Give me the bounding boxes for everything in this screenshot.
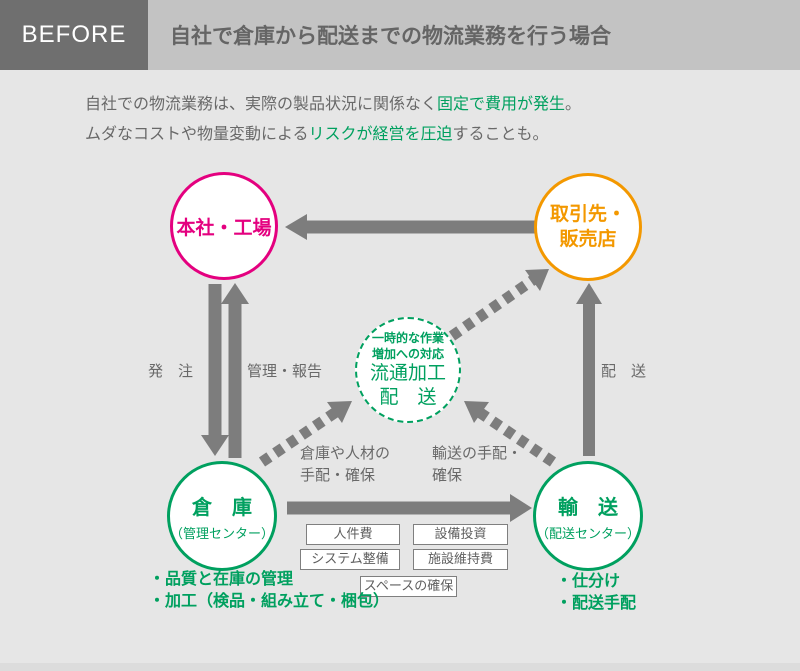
before-badge: BEFORE <box>0 0 148 70</box>
node-clients-label-line1: 取引先・ <box>549 204 626 225</box>
cost-box-equipment: 設備投資 <box>413 524 508 545</box>
before-badge-label: BEFORE <box>21 21 127 48</box>
node-warehouse-label: 倉 庫 <box>192 496 252 519</box>
node-warehouse-sublabel: （管理センター） <box>170 525 275 541</box>
label-warehouse-arrange-line2: 手配・確保 <box>300 467 376 484</box>
node-temp-processing-label2: 配 送 <box>379 387 437 408</box>
description-line1-highlight: 固定で費用が発生 <box>437 96 566 113</box>
node-transport-label: 輸 送 <box>558 496 618 519</box>
arrow-hq-to-warehouse-head <box>201 435 229 456</box>
description-line-2: ムダなコストや物量変動によるリスクが経営を圧迫することも。 <box>85 120 581 150</box>
arrow-hq-to-warehouse <box>201 284 229 456</box>
cost-box-maintenance: 施設維持費 <box>413 549 508 570</box>
arrow-transport-to-center-head <box>464 401 489 423</box>
description-line2-pre: ムダなコストや物量変動による <box>85 126 309 143</box>
label-manage-report: 管理・報告 <box>247 363 323 380</box>
node-headquarters-label: 本社・工場 <box>176 217 272 239</box>
node-headquarters: 本社・工場 <box>170 172 278 280</box>
description-line1-post: 。 <box>565 96 582 113</box>
description-line2-highlight: リスクが経営を圧迫 <box>308 126 453 143</box>
node-transport: 輸 送 （配送センター） <box>533 461 643 571</box>
arrow-warehouse-to-transport <box>287 494 532 522</box>
label-transport-arrange-line2: 確保 <box>432 467 463 484</box>
title-bar: 自社で倉庫から配送までの物流業務を行う場合 <box>148 0 800 70</box>
footer-strip <box>0 663 800 671</box>
cost-box-space: スペースの確保 <box>360 576 457 597</box>
label-transport-arrange-line1: 輸送の手配・ <box>432 445 523 462</box>
node-temp-processing-note1: 一時的な作業 <box>371 331 444 345</box>
arrow-warehouse-to-transport-head <box>510 494 532 522</box>
arrow-transport-to-clients <box>576 283 602 456</box>
arrow-warehouse-to-hq <box>221 283 249 458</box>
node-warehouse: 倉 庫 （管理センター） <box>167 461 277 571</box>
node-clients: 取引先・ 販売店 <box>534 173 642 281</box>
arrow-transport-to-clients-head <box>576 283 602 304</box>
warehouse-note-2: ・加工（検品・組み立て・梱包） <box>149 593 390 610</box>
cost-box-system: システム整備 <box>300 549 400 570</box>
arrow-center-to-clients-shaft <box>448 275 537 341</box>
arrow-warehouse-to-hq-head <box>221 283 249 304</box>
label-warehouse-arrange-line1: 倉庫や人材の <box>300 445 391 462</box>
transport-note-1: ・仕分け <box>556 573 621 590</box>
transport-note-2: ・配送手配 <box>556 595 637 612</box>
arrow-center-to-clients-head <box>525 269 549 291</box>
node-clients-label-line2: 販売店 <box>559 229 617 250</box>
label-order: 発 注 <box>148 363 194 380</box>
node-transport-sublabel: （配送センター） <box>536 525 641 541</box>
node-temp-processing: 一時的な作業 増加への対応 流通加工 配 送 <box>355 317 461 423</box>
arrow-warehouse-to-center-head <box>327 401 352 423</box>
page-title: 自社で倉庫から配送までの物流業務を行う場合 <box>170 25 611 48</box>
warehouse-note-1: ・品質と在庫の管理 <box>149 571 294 588</box>
node-temp-processing-note2: 増加への対応 <box>371 347 444 361</box>
warehouse-notes: ・品質と在庫の管理 ・加工（検品・組み立て・梱包） <box>149 569 389 613</box>
label-delivery: 配 送 <box>601 363 647 380</box>
arrow-clients-to-hq <box>285 214 535 240</box>
description-line2-post: することも。 <box>452 126 549 143</box>
label-transport-arrange: 輸送の手配・ 確保 <box>432 443 522 487</box>
cost-box-personnel: 人件費 <box>306 524 400 545</box>
description-line-1: 自社での物流業務は、実際の製品状況に関係なく固定で費用が発生。 <box>85 90 581 120</box>
transport-notes: ・仕分け ・配送手配 <box>556 571 636 615</box>
description-line1-pre: 自社での物流業務は、実際の製品状況に関係なく <box>85 96 438 113</box>
node-temp-processing-label1: 流通加工 <box>369 363 446 384</box>
arrow-center-to-clients-dashed <box>448 269 549 341</box>
arrow-clients-to-hq-head <box>285 214 307 240</box>
description-text: 自社での物流業務は、実際の製品状況に関係なく固定で費用が発生。 ムダなコストや物… <box>85 90 581 150</box>
label-warehouse-arrange: 倉庫や人材の 手配・確保 <box>300 443 390 487</box>
